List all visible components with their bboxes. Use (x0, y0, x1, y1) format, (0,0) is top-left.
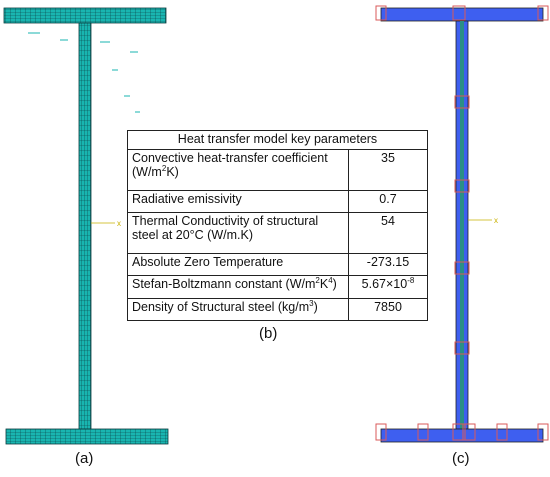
bc-bottom-flange (380, 428, 544, 443)
param-cell: Convective heat-transfer coefficient (W/… (127, 149, 349, 191)
mesh-top-flange (3, 7, 167, 24)
mesh-artifacts (28, 32, 140, 113)
mesh-bottom-flange (5, 428, 169, 445)
table-row: Radiative emissivity 0.7 (127, 189, 428, 214)
value-cell: 54 (348, 212, 428, 254)
mesh-axis-label: x (117, 219, 121, 228)
table-row: Thermal Conductivity of structural steel… (127, 212, 428, 254)
table-header-row: Heat transfer model key parameters (127, 130, 428, 150)
value-cell: 5.67×10-8 (348, 275, 428, 299)
bc-web-core (460, 21, 464, 429)
param-cell: Absolute Zero Temperature (127, 252, 349, 277)
bc-markers (375, 5, 549, 441)
table-row: Density of Structural steel (kg/m3) 7850 (127, 297, 428, 322)
panel-label-c: (c) (452, 450, 470, 467)
bc-top-flange (380, 7, 544, 22)
value-cell: 7850 (348, 297, 428, 322)
param-cell: Thermal Conductivity of structural steel… (127, 212, 349, 254)
panel-label-b: (b) (259, 325, 278, 342)
mesh-i-section: x (3, 7, 169, 445)
param-cell: Stefan-Boltzmann constant (W/m2K4) (127, 275, 349, 299)
table-row: Absolute Zero Temperature -273.15 (127, 252, 428, 277)
table-title: Heat transfer model key parameters (127, 130, 428, 150)
value-cell: -273.15 (348, 252, 428, 277)
bc-i-section: x (375, 5, 549, 443)
table-row: Convective heat-transfer coefficient (W/… (127, 149, 428, 191)
table-row: Stefan-Boltzmann constant (W/m2K4) 5.67×… (127, 275, 428, 299)
parameters-table: Heat transfer model key parameters Conve… (127, 130, 428, 322)
mesh-web (78, 22, 92, 430)
value-cell: 0.7 (348, 189, 428, 214)
param-cell: Radiative emissivity (127, 189, 349, 214)
value-cell: 35 (348, 149, 428, 191)
param-cell: Density of Structural steel (kg/m3) (127, 297, 349, 322)
bc-axis-label: x (494, 216, 498, 225)
panel-label-a: (a) (75, 450, 94, 467)
